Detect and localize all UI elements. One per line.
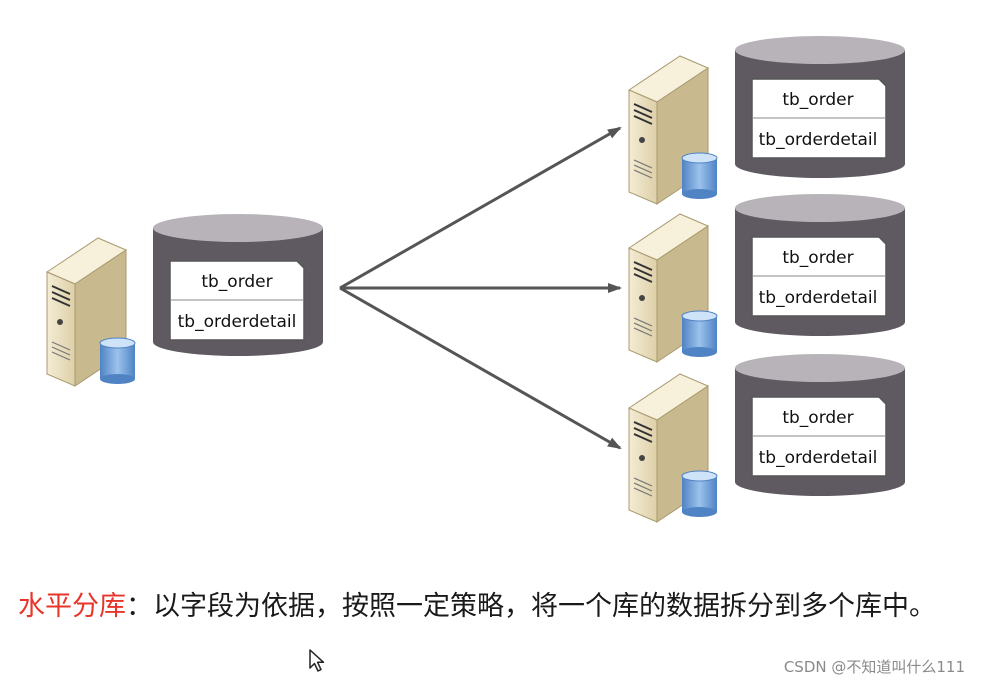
table-name: tb_orderdetail — [759, 288, 878, 308]
mouse-cursor-icon — [309, 649, 325, 672]
target-node-1: tb_order tb_orderdetail — [627, 36, 905, 205]
server-icon — [627, 373, 710, 523]
mini-database-icon — [681, 152, 718, 199]
table-name: tb_order — [782, 248, 853, 268]
mini-database-icon — [99, 337, 136, 384]
table-name: tb_orderdetail — [759, 130, 878, 150]
target-node-3: tb_order tb_orderdetail — [627, 354, 905, 523]
table-card: tb_order tb_orderdetail — [169, 260, 305, 341]
table-name: tb_order — [782, 90, 853, 110]
table-name: tb_order — [782, 408, 853, 428]
target-node-2: tb_order tb_orderdetail — [627, 194, 905, 363]
caption-separator: ： — [126, 591, 153, 622]
table-name: tb_order — [201, 272, 272, 292]
caption-term: 水平分库 — [18, 591, 126, 622]
sharding-diagram: tb_order tb_orderdetail tb_order tb_orde… — [45, 36, 905, 523]
table-name: tb_orderdetail — [759, 448, 878, 468]
arrow-to-db-1 — [339, 126, 622, 290]
table-card: tb_order tb_orderdetail — [751, 396, 887, 477]
arrow-to-db-3 — [339, 286, 622, 450]
source-node: tb_order tb_orderdetail — [45, 214, 323, 387]
watermark: CSDN @不知道叫什么111 — [783, 658, 965, 676]
caption: 水平分库：以字段为依据，按照一定策略，将一个库的数据拆分到多个库中。 — [18, 578, 958, 636]
table-name: tb_orderdetail — [178, 312, 297, 332]
mini-database-icon — [681, 310, 718, 357]
mini-database-icon — [681, 470, 718, 517]
table-card: tb_order tb_orderdetail — [751, 78, 887, 159]
table-card: tb_order tb_orderdetail — [751, 236, 887, 317]
caption-body: 以字段为依据，按照一定策略，将一个库的数据拆分到多个库中。 — [153, 591, 936, 622]
arrows — [339, 126, 622, 450]
